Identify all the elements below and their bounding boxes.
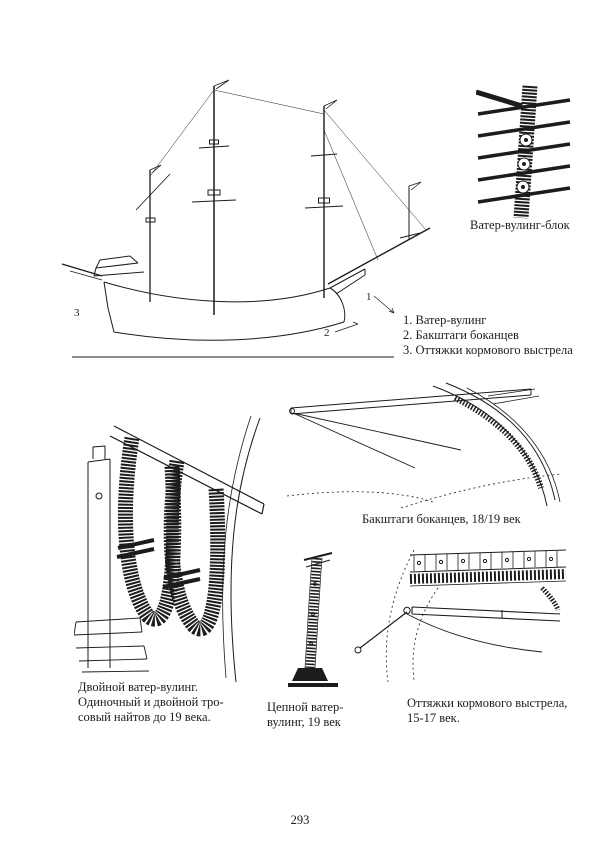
stern-guys-line-art [354, 549, 567, 683]
wooling-block-caption: Ватер-вулинг-блок [470, 218, 570, 232]
chain-wooling-caption-line-2: вулинг, 19 век [267, 715, 341, 729]
chain-wooling-illustration [288, 552, 338, 687]
ship-profile-illustration: 1 2 3 [61, 79, 431, 358]
stern-guys-caption: Оттяжки кормового выстрела, 15-17 век. [407, 696, 567, 726]
page-number: 293 [290, 813, 310, 827]
wooling-block-line-art [476, 85, 571, 219]
bakshtagi-figure [283, 376, 563, 512]
ship-line-art [61, 79, 431, 358]
ship-callout-1: 1 [366, 291, 372, 303]
ship-profile-figure: 1 2 3 [58, 70, 438, 370]
double-wooling-caption: Двойной ватер-вулинг. Одиночный и двойно… [78, 680, 224, 725]
chain-wooling-caption-line-1: Цепной ватер- [267, 700, 344, 714]
double-wooling-line-art [74, 416, 265, 683]
chain-wooling-line-art [288, 552, 338, 687]
stern-guys-figure [352, 548, 570, 684]
stern-guys-illustration [354, 549, 567, 683]
legend-line-3: 3. Оттяжки кормового выстрела [403, 343, 573, 357]
double-wooling-illustration [74, 416, 265, 683]
ship-callout-2: 2 [324, 327, 330, 339]
double-wooling-caption-line-1: Двойной ватер-вулинг. [78, 680, 199, 694]
double-wooling-caption-line-2: Одиночный и двойной тро- [78, 695, 224, 709]
chain-wooling-figure [282, 550, 344, 700]
chain-wooling-caption: Цепной ватер- вулинг, 19 век [267, 700, 343, 730]
legend-line-2: 2. Бакштаги боканцев [403, 328, 519, 342]
legend-block: 1. Ватер-вулинг 2. Бакштаги боканцев 3. … [403, 313, 573, 358]
wooling-block-figure [476, 84, 572, 220]
stern-guys-caption-line-2: 15-17 век. [407, 711, 460, 725]
wooling-block-illustration [476, 85, 571, 219]
bakshtagi-illustration [286, 382, 563, 509]
double-wooling-figure [74, 416, 266, 684]
legend-line-1: 1. Ватер-вулинг [403, 313, 487, 327]
ship-callout-3: 3 [74, 307, 80, 319]
bakshtagi-caption: Бакштаги боканцев, 18/19 век [362, 512, 521, 526]
stern-guys-caption-line-1: Оттяжки кормового выстрела, [407, 696, 568, 710]
double-wooling-caption-line-3: совый найтов до 19 века. [78, 710, 211, 724]
bakshtagi-line-art [286, 382, 563, 509]
